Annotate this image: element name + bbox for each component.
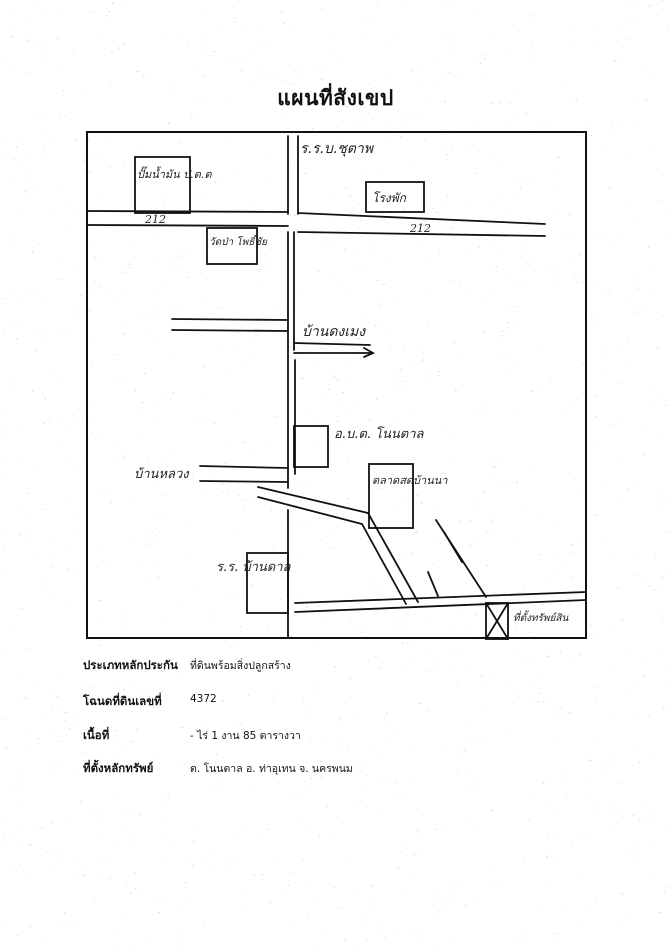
highway-top-edge-right: [297, 212, 546, 225]
diagonal-road-1a: [257, 486, 369, 514]
page-title: แผนที่สังเขป: [277, 86, 394, 110]
label-ban-luang: บ้านหลวง: [134, 467, 190, 482]
field-label: ประเภทหลักประกัน: [83, 658, 178, 672]
left-branch-bottom: [171, 329, 289, 332]
label-gas-station: ปั๊มน้ำมัน ป.ต.ต: [137, 166, 212, 181]
field-label: เนื้อที่: [83, 728, 110, 742]
field-value: ที่ดินพร้อมสิ่งปลูกสร้าง: [190, 660, 291, 672]
lower-left-branch-bottom: [199, 480, 289, 483]
left-branch-top: [171, 318, 289, 321]
field-value: - ไร่ 1 งาน 85 ตารางวา: [190, 730, 301, 742]
diagonal-road-3b: [443, 531, 463, 563]
asset-location-box: [485, 602, 509, 640]
market-box: [368, 463, 414, 529]
right-branch-top: [293, 342, 371, 346]
building-center-box: [206, 227, 258, 265]
label-highway-right: 212: [409, 222, 431, 235]
diagonal-road-1b: [257, 496, 363, 525]
diagonal-road-2a: [367, 512, 419, 603]
diagonal-road-2b: [361, 523, 407, 605]
bottom-road-bottom: [294, 599, 587, 613]
label-highway-left: 212: [144, 213, 166, 226]
label-school: ร.ร. บ้านดาล: [216, 560, 292, 575]
field-value: ต. โนนตาล อ. ท่าอุเทน จ. นครพนม: [190, 763, 353, 775]
diagonal-road-3c: [427, 571, 439, 597]
building-topright-box: [365, 181, 425, 213]
asset-x-line-2: [485, 602, 509, 640]
field-value: 4372: [190, 693, 217, 705]
label-police-station: โรงพัก: [372, 191, 407, 205]
field-label: โฉนดที่ดินเลขที่: [83, 694, 162, 708]
lower-left-branch-top: [199, 465, 289, 469]
highway-bottom-edge-right: [297, 231, 546, 237]
school-box: [246, 552, 289, 614]
right-branch-arrow: [363, 347, 376, 358]
map-frame: [86, 131, 587, 639]
label-market: ตลาดสดบ้านนา: [372, 474, 448, 487]
field-label: ที่ตั้งหลักทรัพย์: [83, 761, 154, 775]
label-top-road: ร.ร.บ.ชุตาพ: [300, 141, 375, 157]
highway-bottom-edge: [87, 224, 289, 227]
label-tambon-office: อ.บ.ต. โนนตาล: [334, 426, 425, 442]
building-topleft-box: [134, 156, 191, 214]
office-box: [293, 425, 329, 468]
highway-top-edge: [87, 210, 289, 213]
label-temple: วัดป่า โพธิ์ชัย: [209, 234, 268, 248]
label-ban-dong-meng: บ้านดงเมง: [302, 324, 366, 340]
label-asset-location: ที่ตั้งทรัพย์สิน: [513, 610, 569, 624]
bottom-road-top: [294, 591, 587, 604]
